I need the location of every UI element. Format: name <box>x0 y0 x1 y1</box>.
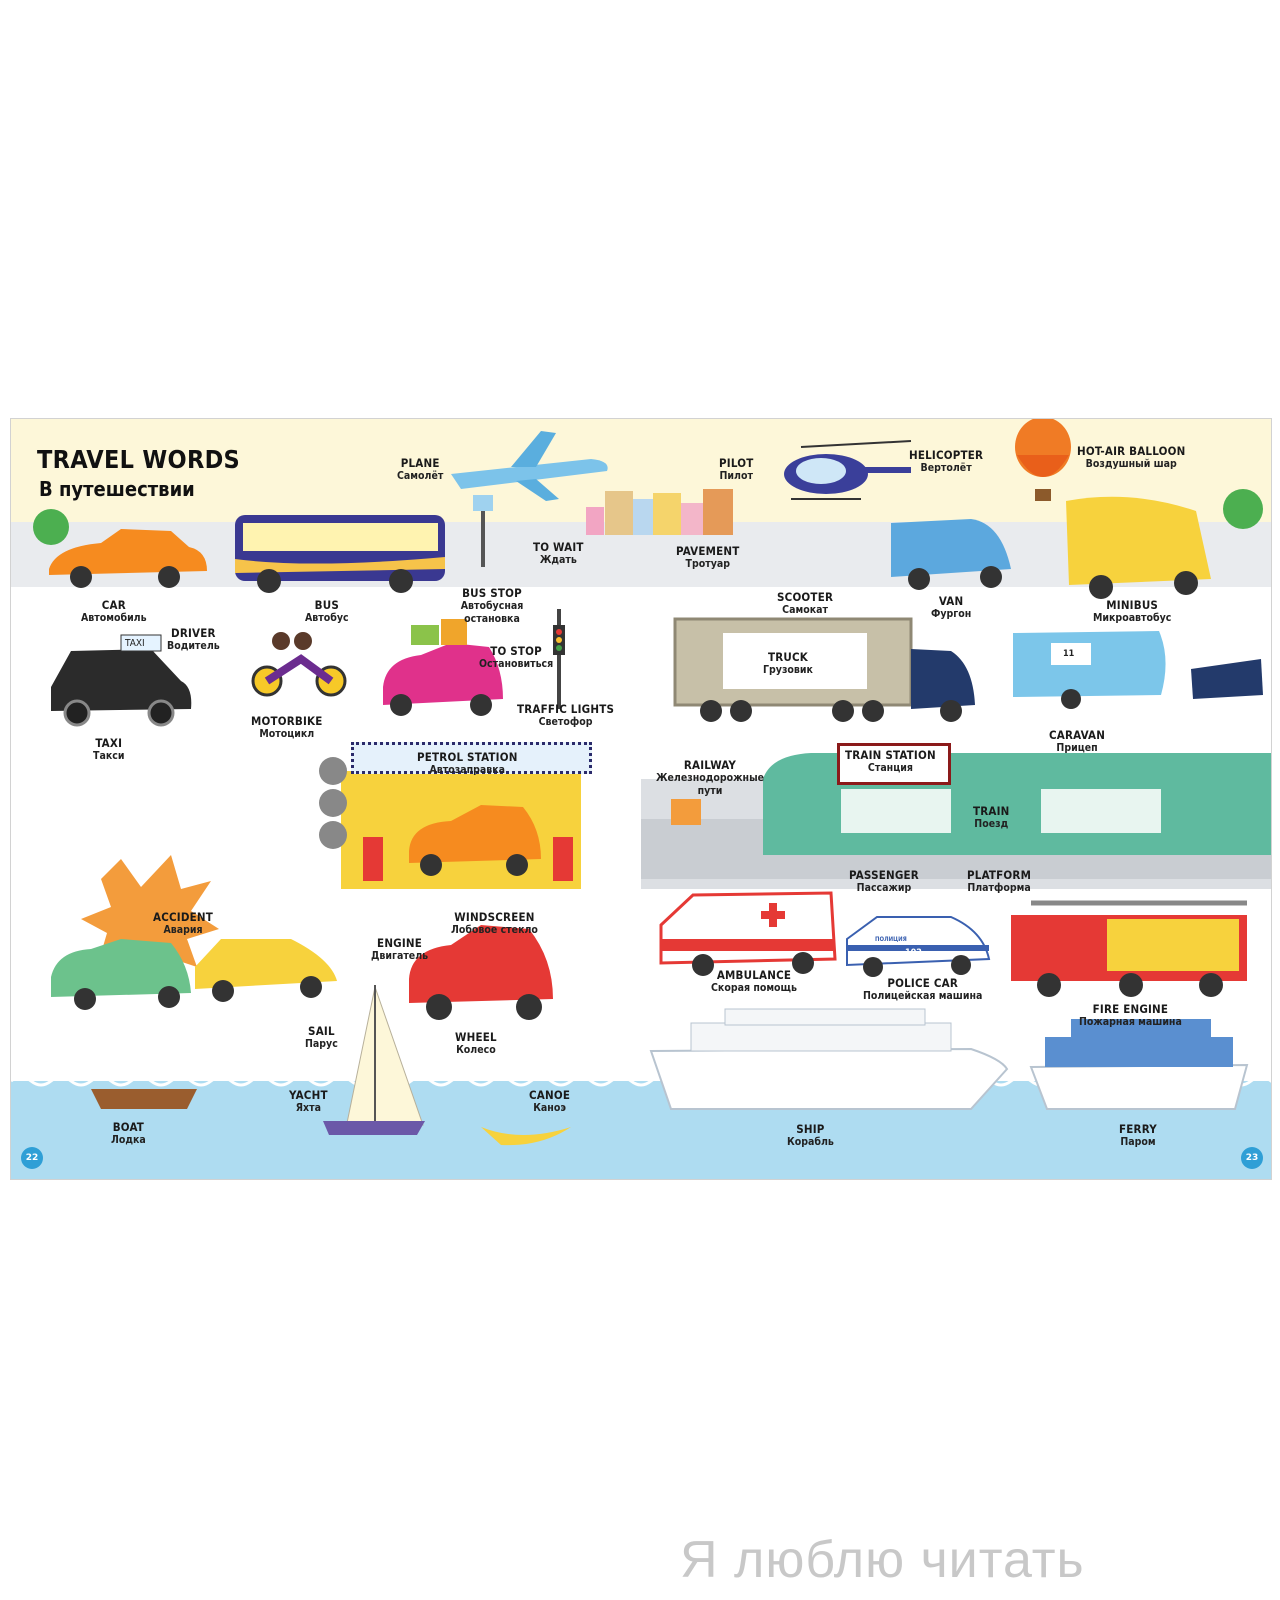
family-car-illustration <box>383 619 503 716</box>
traffic-lights-illustration <box>553 609 565 709</box>
ambulance-illustration <box>659 891 837 976</box>
ferry-illustration <box>1029 1019 1249 1110</box>
police-car-illustration <box>846 916 991 977</box>
ship-illustration <box>649 1008 1009 1110</box>
minibus-illustration <box>1066 496 1211 599</box>
police-car-text: ПОЛИЦИЯ <box>875 936 907 943</box>
plane-illustration <box>451 431 608 501</box>
bus-stop-sign-illustration <box>473 495 493 567</box>
tree <box>33 509 69 545</box>
caravan-illustration <box>1013 631 1263 709</box>
fire-engine-illustration <box>1011 900 1247 997</box>
bus-illustration <box>235 515 445 593</box>
city-buildings <box>586 489 733 535</box>
page-number-left: 22 <box>21 1147 43 1169</box>
police-car-number: 102 <box>905 948 922 958</box>
page-title-english: TRAVEL WORDS <box>37 445 241 474</box>
boat-illustration <box>91 1089 197 1109</box>
page-number-right: 23 <box>1241 1147 1263 1169</box>
page-title-russian: В путешествии <box>39 477 195 501</box>
accident-illustration <box>51 855 337 1010</box>
hot-air-balloon-illustration <box>1015 419 1071 501</box>
car-illustration <box>49 529 207 588</box>
canoe-illustration <box>481 1127 571 1146</box>
helicopter-illustration <box>784 440 912 500</box>
petrol-station-illustration <box>319 757 581 889</box>
van-illustration <box>891 519 1011 590</box>
yacht-illustration <box>323 985 425 1135</box>
taxi-illustration <box>51 634 192 727</box>
petrol-station-sign <box>351 742 592 774</box>
taxi-roof-sign: TAXI <box>125 638 145 649</box>
caravan-number: 11 <box>1063 649 1075 659</box>
scene-illustrations <box>11 419 1271 1146</box>
train-station-sign <box>837 743 951 785</box>
red-car-illustration <box>409 925 553 1020</box>
watermark-text: Я люблю читать <box>680 1531 1085 1589</box>
truck-illustration <box>673 617 975 722</box>
tree <box>1223 489 1263 529</box>
motorbike-illustration <box>251 632 347 697</box>
